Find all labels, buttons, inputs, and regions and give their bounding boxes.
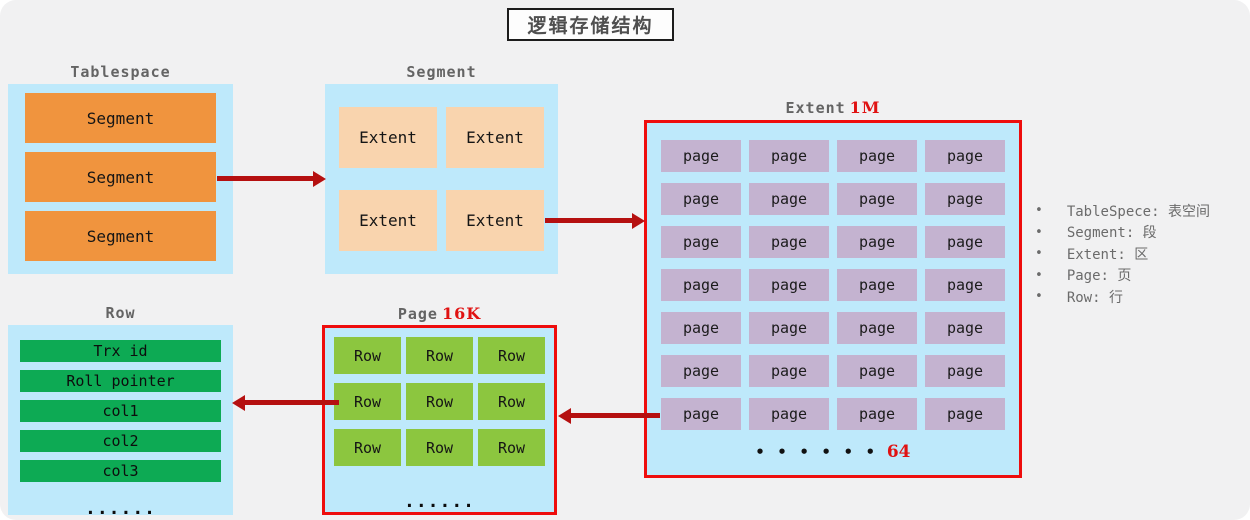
tablespace-label: Tablespace	[70, 63, 171, 81]
segment-box: Segment	[25, 93, 216, 143]
row-cell: Row	[478, 383, 545, 420]
row-cell: Row	[406, 429, 473, 466]
page-ellipsis: ......	[403, 491, 476, 512]
page-cell: page	[837, 140, 917, 172]
ellipsis-dots: • • • • • •	[755, 443, 877, 461]
bullet-icon: •	[1035, 203, 1043, 219]
legend-item-label: TableSpece: 表空间	[1066, 203, 1210, 220]
page-cell: page	[749, 355, 829, 387]
page-cell: page	[661, 269, 741, 301]
legend-item: • TableSpece: 表空间	[1035, 200, 1210, 222]
page-cell: page	[661, 140, 741, 172]
page-cell: page	[837, 183, 917, 215]
extent-ellipsis-line: • • • • • • 64	[659, 442, 1007, 462]
extent-box: Extent	[339, 190, 437, 251]
page-cell: page	[749, 269, 829, 301]
segment-box: Segment	[25, 211, 216, 261]
row-container: Trx id Roll pointer col1 col2 col3 .....…	[8, 325, 233, 519]
page-cell: page	[925, 269, 1005, 301]
bullet-icon: •	[1035, 289, 1043, 305]
bullet-icon: •	[1035, 267, 1043, 283]
bullet-icon: •	[1035, 224, 1043, 240]
page-cell: page	[837, 355, 917, 387]
page-cell: page	[925, 312, 1005, 344]
page-cell: page	[661, 183, 741, 215]
legend-item: • Page: 页	[1035, 265, 1210, 287]
row-field-col3: col3	[20, 460, 221, 482]
page-cell: page	[749, 183, 829, 215]
row-cell: Row	[334, 383, 401, 420]
legend-item-label: Extent: 区	[1066, 246, 1149, 263]
segment-container: Extent Extent Extent Extent	[325, 84, 558, 274]
page-cell: page	[925, 355, 1005, 387]
page-cell: page	[837, 226, 917, 258]
page-cell: page	[925, 398, 1005, 430]
extent-box: Extent	[446, 190, 544, 251]
arrow-extent-to-page	[558, 407, 660, 424]
legend-item-label: Page: 页	[1066, 268, 1132, 285]
row-cell: Row	[478, 429, 545, 466]
row-field-col2: col2	[20, 430, 221, 452]
bullet-icon: •	[1035, 246, 1043, 262]
segment-label: Segment	[406, 63, 477, 81]
page-cell: page	[837, 312, 917, 344]
legend-item: • Row: 行	[1035, 286, 1210, 308]
legend-item-label: Segment: 段	[1066, 225, 1157, 242]
page-title: 逻辑存储结构	[527, 15, 654, 37]
extent-box: Extent	[446, 107, 544, 168]
row-cell: Row	[478, 337, 545, 374]
page-cell: page	[925, 183, 1005, 215]
arrow-page-to-row	[232, 394, 339, 411]
page-cell: page	[749, 398, 829, 430]
segment-box: Segment	[25, 152, 216, 202]
page-total-count: 64	[886, 442, 911, 462]
page-cell: page	[661, 355, 741, 387]
page-size-label: 16K	[441, 304, 482, 323]
page-cell: page	[925, 140, 1005, 172]
page-cell: page	[837, 269, 917, 301]
page-cell: page	[661, 398, 741, 430]
page-cell: page	[925, 226, 1005, 258]
page-cell: page	[749, 140, 829, 172]
legend-item-label: Row: 行	[1066, 289, 1123, 306]
extent-label-text: Extent	[785, 99, 846, 117]
page-cell: page	[661, 312, 741, 344]
title-box: 逻辑存储结构	[507, 8, 674, 41]
legend: • TableSpece: 表空间 • Segment: 段 • Extent:…	[1035, 200, 1210, 308]
page-cell: page	[837, 398, 917, 430]
tablespace-container: Segment Segment Segment	[8, 84, 233, 274]
row-cell: Row	[406, 337, 473, 374]
page-cell: page	[749, 312, 829, 344]
row-field-col1: col1	[20, 400, 221, 422]
page-cell: page	[749, 226, 829, 258]
extent-box: Extent	[339, 107, 437, 168]
row-field-trx-id: Trx id	[20, 340, 221, 362]
row-field-roll-pointer: Roll pointer	[20, 370, 221, 392]
row-label: Row	[105, 304, 136, 322]
arrow-segment-to-extent	[545, 212, 645, 229]
page-label-text: Page	[397, 305, 438, 323]
row-cell: Row	[334, 429, 401, 466]
page-cell: page	[661, 226, 741, 258]
row-cell: Row	[406, 383, 473, 420]
row-cell: Row	[334, 337, 401, 374]
arrow-tablespace-to-segment	[217, 170, 326, 187]
legend-item: • Segment: 段	[1035, 222, 1210, 244]
extent-size-label: 1M	[849, 98, 881, 117]
legend-item: • Extent: 区	[1035, 243, 1210, 265]
row-ellipsis: ......	[84, 498, 157, 519]
